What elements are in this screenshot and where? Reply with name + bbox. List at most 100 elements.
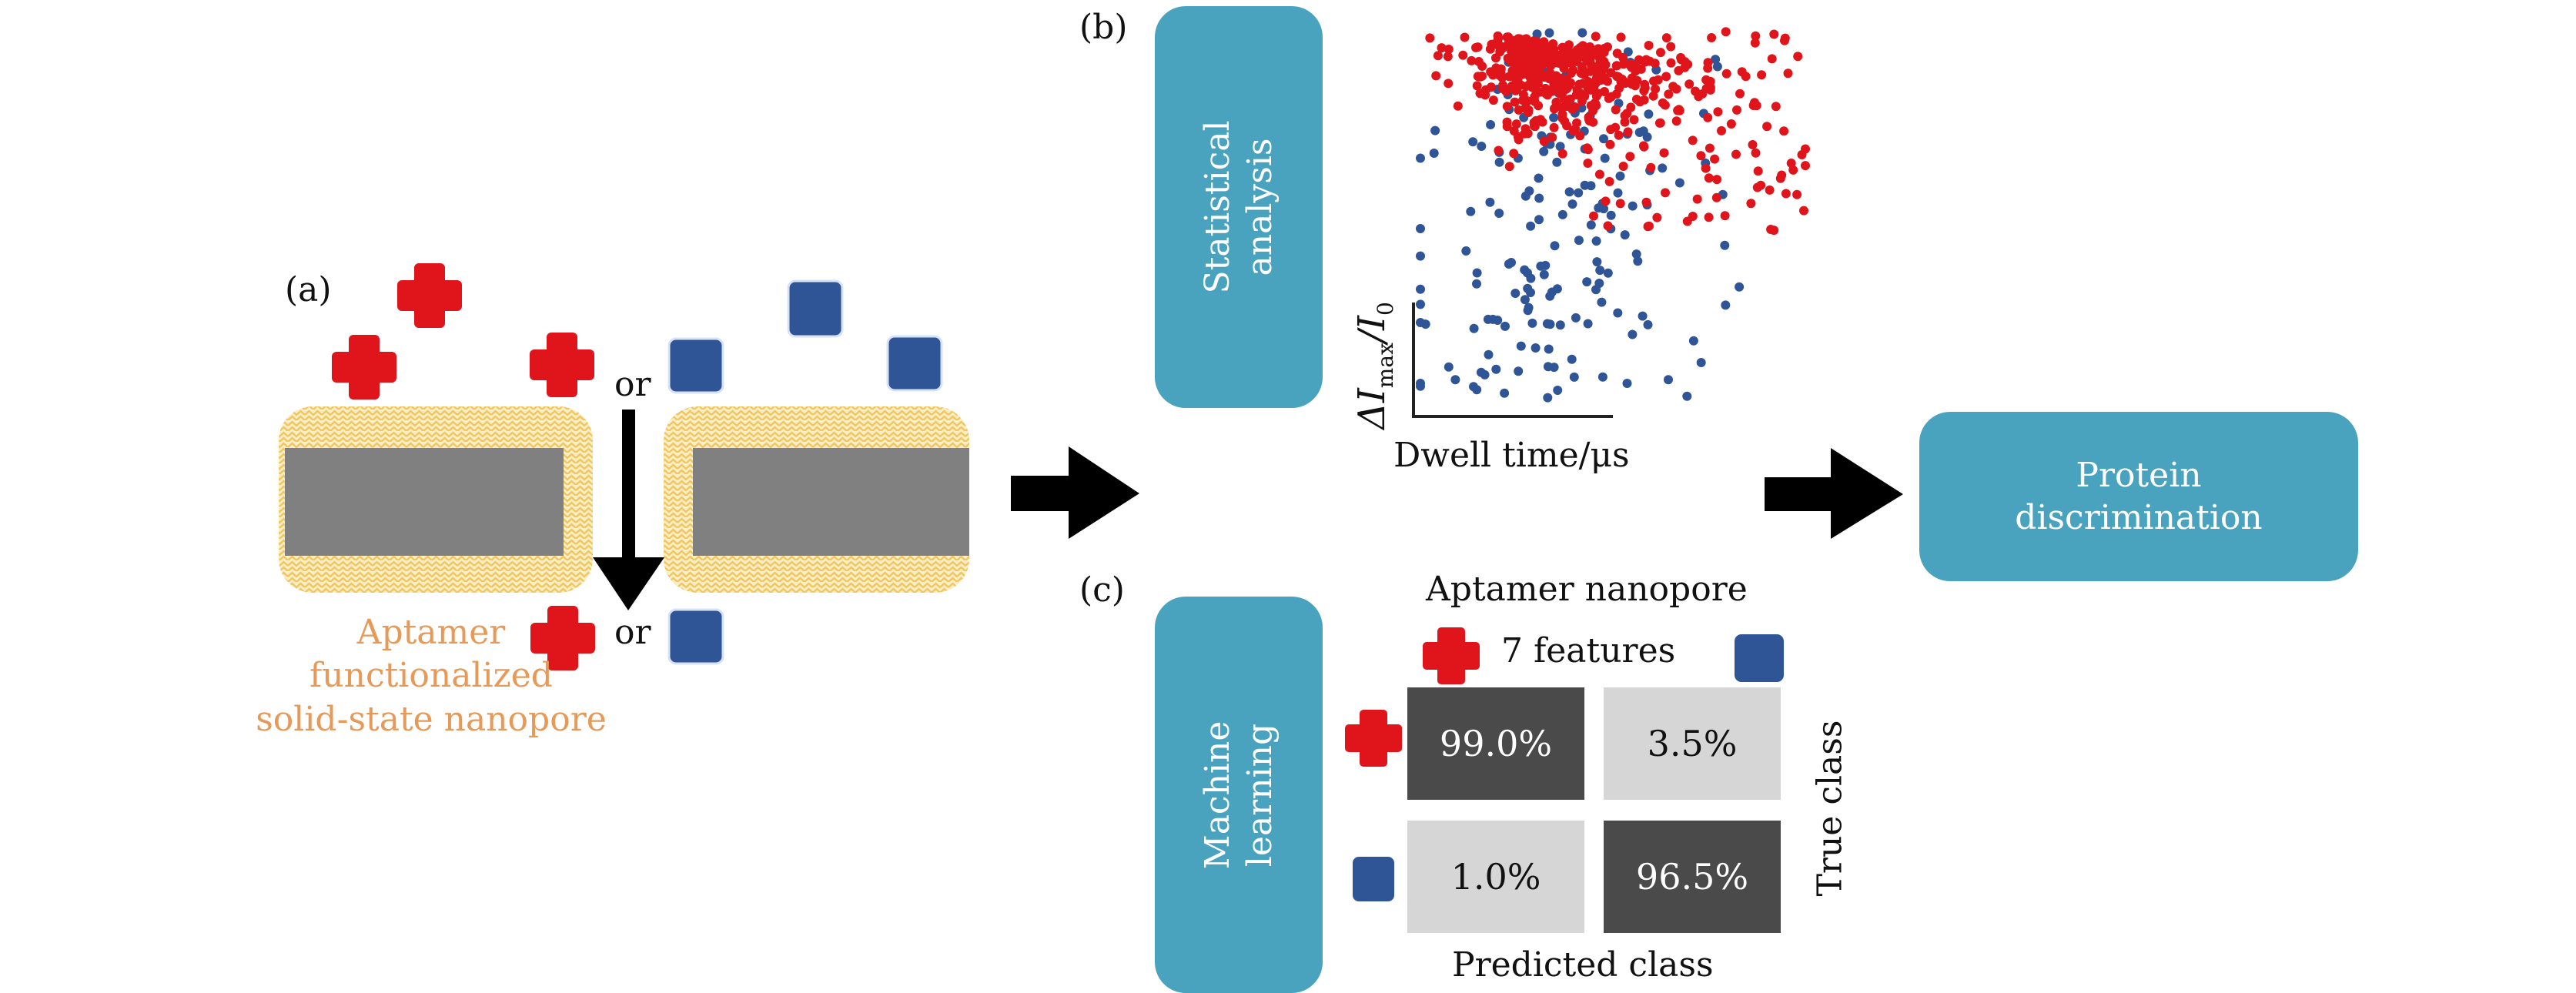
scatter-point [1701, 75, 1711, 85]
scatter-point [1765, 185, 1775, 195]
scatter-point [1520, 42, 1530, 52]
scatter-point [1416, 284, 1425, 294]
scatter-point [1680, 57, 1690, 67]
scatter-point [1484, 349, 1494, 359]
scatter-point [1556, 73, 1565, 83]
matrix-cell-1-1: 96.5% [1604, 821, 1781, 933]
scatter-point [1641, 197, 1651, 207]
scatter-point [1707, 33, 1717, 42]
scatter-point [1590, 46, 1600, 56]
scatter-point [1766, 225, 1776, 234]
scatter-point [1509, 126, 1519, 136]
scatter-point [1592, 257, 1602, 267]
scatter-point [1466, 206, 1476, 216]
scatter-point [1668, 82, 1678, 92]
scatter-point [1589, 211, 1598, 221]
scatter-point [1552, 284, 1562, 294]
scatter-point [1500, 388, 1510, 398]
scatter-point [1644, 221, 1654, 231]
scatter-point [1526, 288, 1535, 297]
protein-discrimination-label: Protein discrimination [2015, 456, 2263, 537]
scatter-point [1661, 72, 1671, 82]
scatter-point [1651, 84, 1661, 94]
scatter-point [1542, 57, 1552, 67]
scatter-point [1600, 153, 1610, 163]
scatter-point [1416, 251, 1425, 261]
scatter-point [1477, 62, 1487, 71]
scatter-point [1431, 71, 1441, 81]
scatter-point [1472, 81, 1482, 91]
scatter-point [1703, 112, 1713, 122]
scatter-point [1549, 122, 1559, 132]
matrix-cell-1-0: 1.0% [1407, 821, 1584, 933]
scatter-point [1704, 173, 1714, 183]
scatter-point [1494, 209, 1504, 218]
panel-label-a: (a) [285, 270, 332, 309]
scatter-point [1583, 145, 1593, 155]
statistical-analysis-label: Statistical analysis [1198, 120, 1280, 294]
scatter-point [1580, 180, 1590, 190]
scatter-point [1514, 105, 1524, 115]
scatter-point [1713, 107, 1723, 117]
features-label: 7 features [1501, 631, 1676, 670]
scatter-point [1779, 126, 1789, 136]
scatter-point [1521, 191, 1531, 201]
scatter-point [1799, 206, 1808, 216]
scatter-plot [1412, 27, 1810, 418]
scatter-point [1497, 72, 1507, 82]
scatter-point [1614, 130, 1624, 140]
scatter-point [1604, 93, 1614, 103]
scatter-point [1720, 211, 1730, 221]
statistical-analysis-box: Statistical analysis [1155, 6, 1323, 408]
scatter-point [1504, 162, 1514, 172]
scatter-point [1701, 163, 1711, 173]
scatter-point [1751, 31, 1761, 41]
scatter-point [1514, 366, 1524, 376]
scatter-point [1525, 59, 1535, 69]
scatter-point [1616, 32, 1626, 42]
scatter-point [1591, 101, 1601, 111]
panel-label-c: (c) [1079, 570, 1125, 610]
scatter-point [1597, 372, 1607, 382]
scatter-point [1788, 165, 1798, 175]
scatter-point [1757, 70, 1767, 80]
red-cross-protein-icon [530, 333, 594, 397]
scatter-point [1711, 192, 1721, 202]
scatter-point [1569, 372, 1579, 382]
scatter-point [1793, 52, 1803, 62]
scatter-point [1650, 59, 1660, 69]
scatter-point [1746, 199, 1756, 209]
caption-line-3: solid-state nanopore [256, 699, 607, 739]
scatter-point [1767, 54, 1777, 64]
scatter-point [1612, 61, 1622, 71]
right-arrow-icon [1011, 446, 1139, 539]
scatter-point [1485, 44, 1495, 54]
scatter-point [1555, 142, 1565, 152]
predicted-class-label: Predicted class [1452, 945, 1714, 985]
scatter-point [1626, 102, 1636, 112]
scatter-point [1571, 124, 1581, 134]
scatter-point [1509, 149, 1519, 159]
scatter-point [1666, 58, 1676, 68]
scatter-point [1674, 178, 1684, 188]
scatter-point [1550, 241, 1560, 251]
scatter-point [1469, 323, 1479, 333]
scatter-point [1594, 169, 1604, 179]
scatter-point [1510, 289, 1521, 298]
red-cross-protein-icon [397, 263, 462, 328]
scatter-point [1458, 50, 1468, 60]
scatter-point [1416, 318, 1425, 327]
red-series [1425, 27, 1810, 236]
scatter-point [1444, 79, 1454, 89]
scatter-point [1775, 173, 1785, 183]
scatter-point [1735, 282, 1745, 292]
scatter-point [1544, 344, 1554, 354]
true-class-label: True class [1810, 720, 1850, 897]
scatter-point [1531, 343, 1541, 353]
scatter-point [1688, 135, 1698, 145]
scatter-point [1696, 151, 1706, 161]
scatter-point [1673, 105, 1683, 115]
scatter-point [1534, 215, 1544, 225]
scatter-point [1543, 393, 1553, 403]
